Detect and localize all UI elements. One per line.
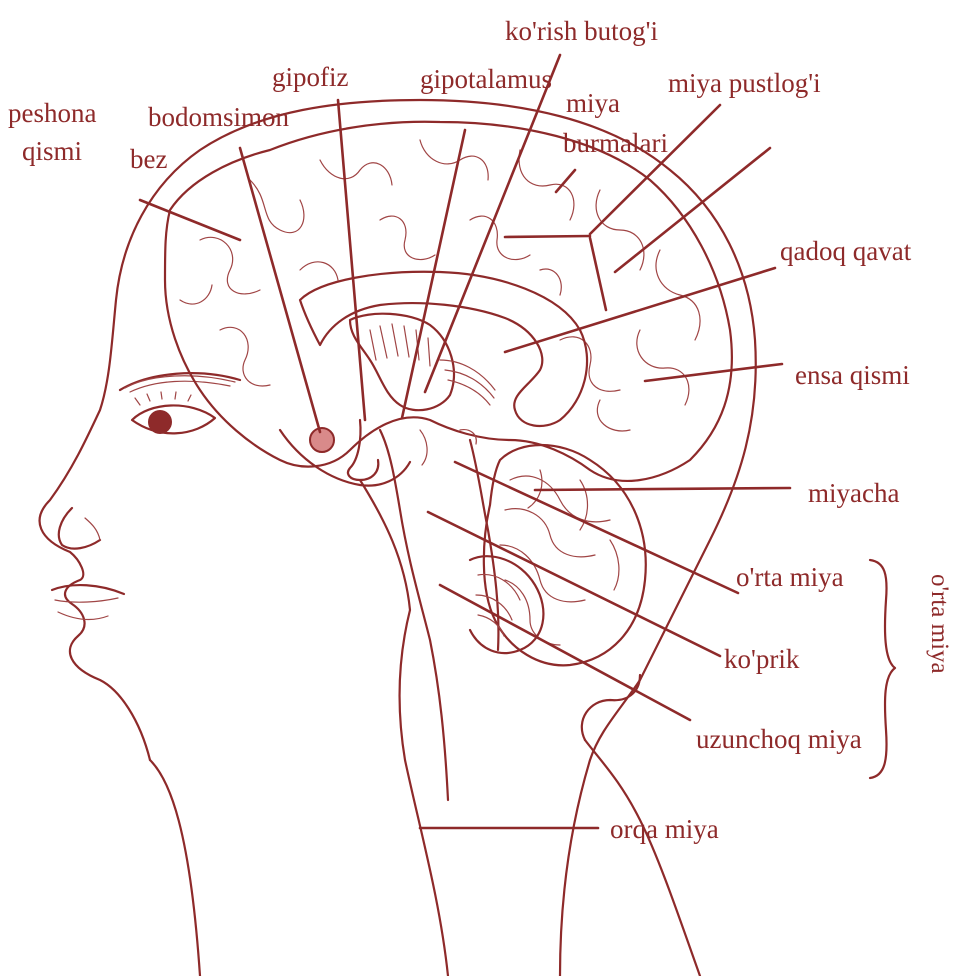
label-miya-pustlogi: miya pustlog'i bbox=[668, 68, 821, 98]
brainstem-region bbox=[280, 420, 498, 800]
amygdala-icon bbox=[310, 428, 334, 452]
leader-bodomsimon bbox=[240, 148, 320, 432]
label-peshona-line2: qismi bbox=[22, 136, 82, 166]
leader-pustlog-2 bbox=[505, 236, 590, 237]
label-peshona-line1: peshona bbox=[8, 98, 96, 128]
label-gipofiz: gipofiz bbox=[272, 62, 348, 92]
label-bodomsimon-line2: bez bbox=[130, 144, 167, 174]
label-bodomsimon-line1: bodomsimon bbox=[148, 102, 290, 132]
label-korish-butogi: ko'rish butog'i bbox=[505, 16, 658, 46]
label-uzunchoq-miya: uzunchoq miya bbox=[696, 724, 862, 754]
leader-qadoq bbox=[505, 268, 775, 352]
cerebrum bbox=[165, 122, 732, 481]
label-miyacha: miyacha bbox=[808, 478, 899, 508]
label-miya-burmalari-line1: miya bbox=[566, 88, 620, 118]
leader-ensa bbox=[645, 364, 782, 381]
leader-pustlog-4 bbox=[615, 148, 770, 272]
leader-pustlog bbox=[590, 105, 720, 234]
leader-lines bbox=[140, 55, 790, 828]
iris-icon bbox=[148, 410, 172, 434]
label-koprik: ko'prik bbox=[724, 644, 800, 674]
label-orta-miya: o'rta miya bbox=[736, 562, 844, 592]
label-qadoq-qavat: qadoq qavat bbox=[780, 236, 912, 266]
label-orta-miya-vertical: o'rta miya bbox=[926, 574, 953, 674]
label-gipotalamus: gipotalamus bbox=[420, 64, 552, 94]
leader-miyacha bbox=[535, 488, 790, 490]
grouping-brace bbox=[870, 560, 895, 778]
face-features bbox=[52, 373, 240, 619]
label-ensa-qismi: ensa qismi bbox=[795, 360, 910, 390]
head-outline bbox=[40, 100, 756, 976]
leader-pustlog-3 bbox=[590, 238, 606, 310]
leader-uzunchoq bbox=[440, 585, 690, 720]
leader-burmalari bbox=[556, 170, 575, 192]
leader-orta-miya bbox=[455, 462, 738, 593]
label-orqa-miya: orqa miya bbox=[610, 814, 719, 844]
cerebellum bbox=[470, 445, 646, 665]
label-miya-burmalari-line2: burmalari bbox=[563, 128, 668, 158]
leader-peshona bbox=[140, 200, 240, 240]
leader-gipofiz bbox=[338, 100, 365, 420]
